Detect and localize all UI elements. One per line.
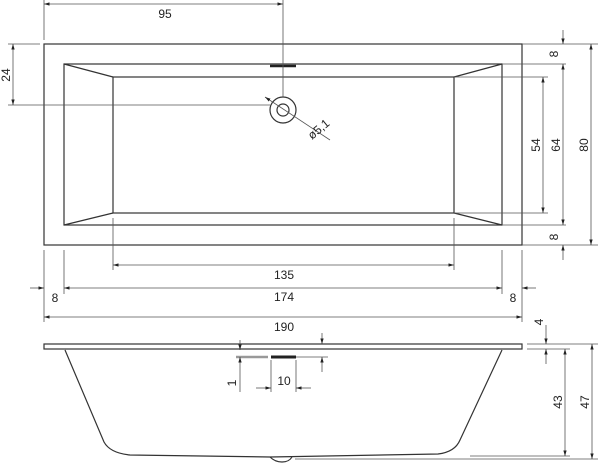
dim-1: 1 [225, 379, 239, 386]
dim-47: 47 [578, 395, 592, 409]
dim-43: 43 [551, 395, 565, 409]
dim-64: 64 [549, 138, 563, 152]
dim-54: 54 [529, 138, 543, 152]
top-view: ø5,1 95 24 8 54 64 80 8 [0, 0, 598, 334]
drain-outlet [269, 456, 293, 463]
dim-24: 24 [0, 68, 13, 82]
dim-10: 10 [277, 374, 291, 388]
dim-174: 174 [274, 290, 294, 304]
basin-bottom [112, 76, 455, 214]
dim-rim-top: 8 [547, 50, 561, 57]
dim-rim-left: 8 [52, 291, 59, 305]
side-basin [64, 349, 503, 458]
side-view: 1 10 4 43 47 [43, 318, 598, 463]
dim-80: 80 [577, 138, 591, 152]
dim-rim-bottom: 8 [547, 233, 561, 240]
side-rim [43, 343, 523, 350]
dim-rim-right: 8 [510, 291, 517, 305]
dim-135: 135 [274, 268, 294, 282]
drain-diameter-label: ø5,1 [305, 116, 333, 142]
dim-190: 190 [274, 320, 294, 334]
drain-icon [269, 96, 297, 124]
dim-4: 4 [532, 318, 546, 325]
dim-95: 95 [158, 7, 172, 21]
